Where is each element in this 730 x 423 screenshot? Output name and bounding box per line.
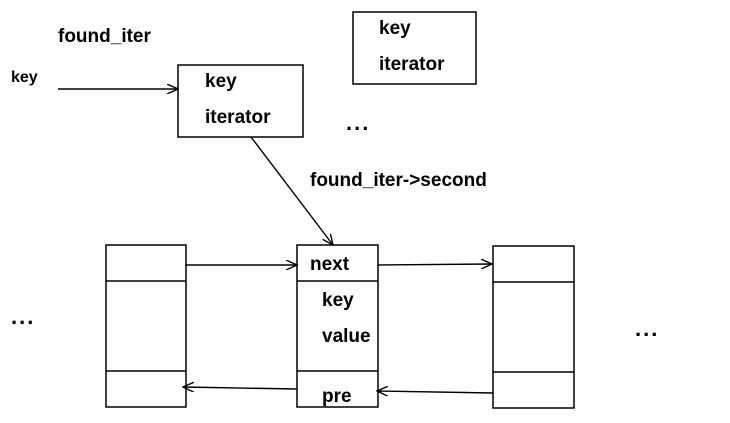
map-entry-other-box <box>352 11 477 85</box>
node-key-field: key <box>322 290 354 311</box>
list-left-ellipsis: ... <box>11 304 36 329</box>
map-entry-active-key: key <box>205 71 237 92</box>
right-pre-arrow <box>377 391 494 393</box>
node-next-field: next <box>310 254 350 275</box>
map-entry-other-iterator: iterator <box>379 54 445 75</box>
list-node-right <box>492 245 575 409</box>
node-value-field: value <box>322 326 371 347</box>
map-ellipsis: ... <box>346 110 371 135</box>
map-entry-active-box <box>177 64 304 138</box>
map-entry-other-key: key <box>379 18 411 39</box>
iterator-pointer-arrow <box>250 136 333 245</box>
key-input-label: key <box>11 69 38 86</box>
list-node-left <box>105 244 187 408</box>
list-node-middle <box>296 244 379 408</box>
map-entry-active-iterator: iterator <box>205 107 271 128</box>
list-right-ellipsis: ... <box>635 316 660 341</box>
middle-next-arrow <box>377 264 492 265</box>
node-pre-field: pre <box>322 386 352 407</box>
middle-pre-arrow <box>183 387 298 389</box>
found-iter-second-label: found_iter->second <box>310 170 487 191</box>
found-iter-label: found_iter <box>58 26 151 47</box>
